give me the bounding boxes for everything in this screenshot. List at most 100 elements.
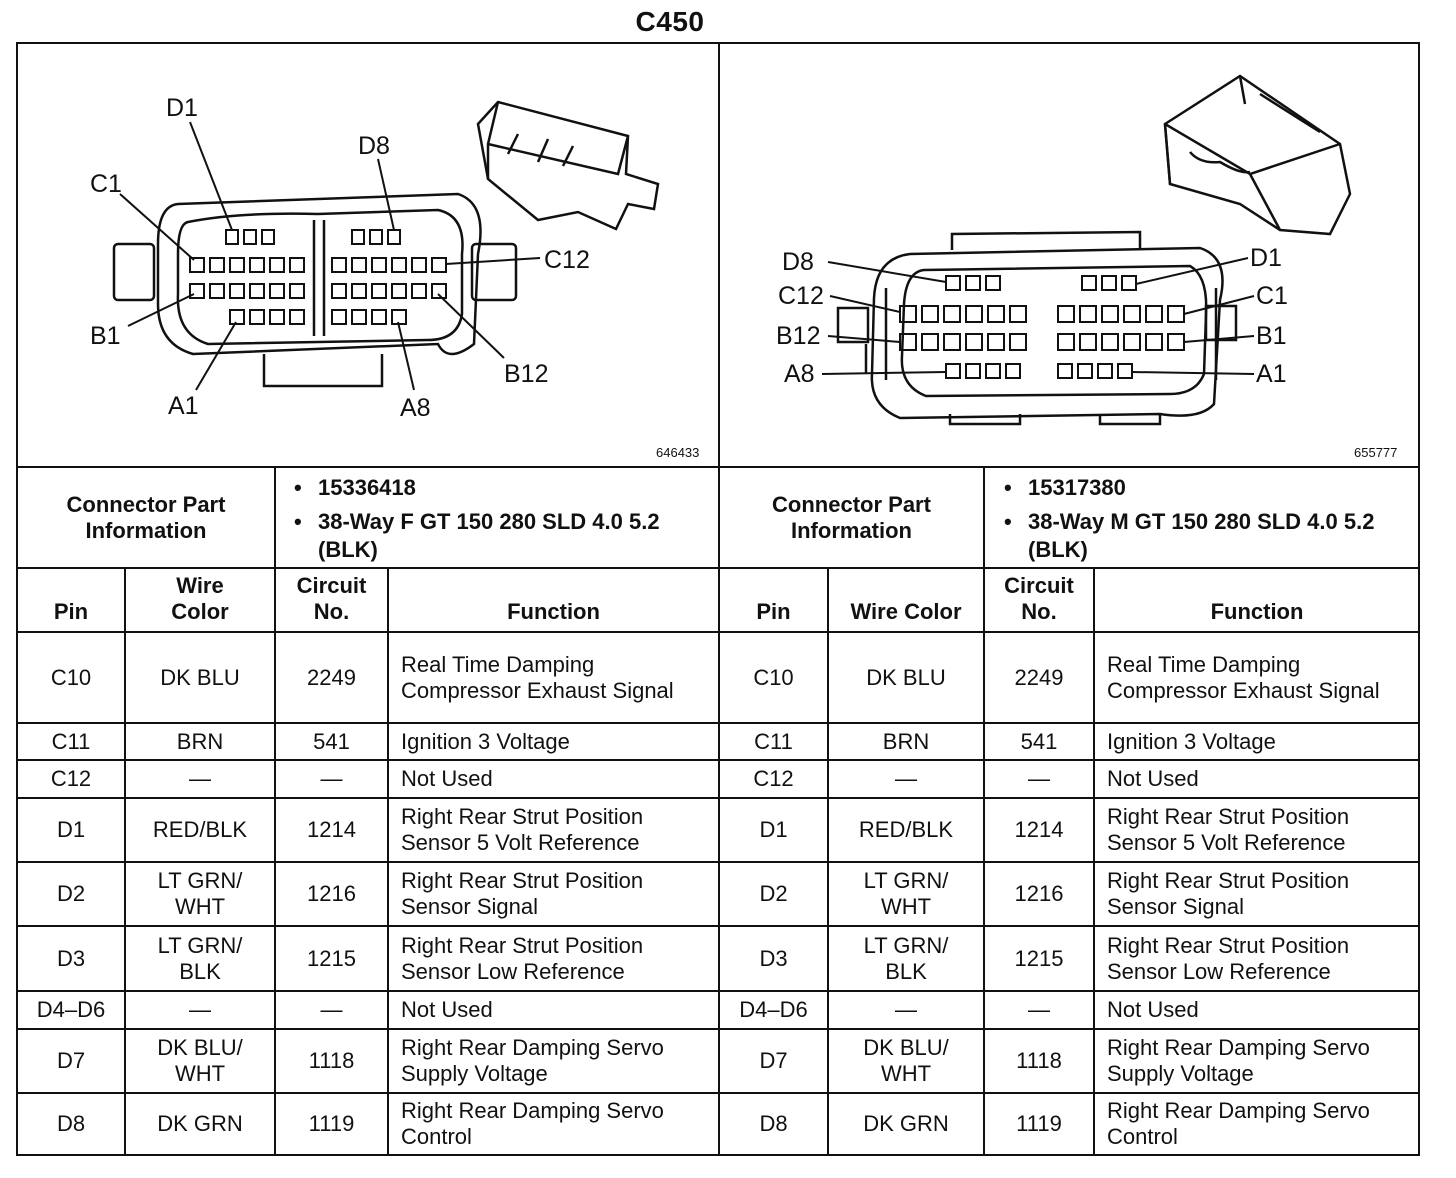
right-part-description: 38-Way M GT 150 280 SLD 4.0 5.2 (BLK) [1000,508,1412,564]
cell-pin-left: D8 [56,1111,86,1136]
header-function-left: Function [507,599,600,624]
cell-pin-left: D7 [56,1048,86,1073]
cell-color-left: LT GRN/ BLK [157,932,243,984]
cell-function-right: Right Rear Strut Position Sensor Signal [1107,868,1350,919]
left-label-c1: C1 [90,170,122,198]
cell-circuit-left: — [320,766,343,791]
cell-function-left: Not Used [401,997,493,1022]
right-part-number: 15317380 [1000,474,1412,502]
cell-circuit-right: 2249 [1014,664,1064,690]
cell-color-right: DK BLU [866,664,946,690]
left-label-b12: B12 [504,360,548,388]
cell-function-right: Right Rear Damping Servo Supply Voltage [1107,1035,1370,1086]
cell-color-right: — [895,997,917,1022]
cell-function-right: Right Rear Strut Position Sensor Low Ref… [1107,932,1350,984]
cell-function-left: Ignition 3 Voltage [401,728,570,754]
header-function-right: Function [1210,599,1304,624]
right-connector-diagram: D8 D1 C12 C1 B12 B1 A8 A1 [776,74,1352,426]
cell-circuit-left: 1118 [308,1048,355,1073]
left-label-d1: D1 [166,94,198,122]
cell-pin-right: D1 [759,817,788,842]
cell-function-right: Right Rear Damping Servo Control [1107,1098,1370,1149]
cell-circuit-right: — [1028,766,1050,791]
cell-circuit-right: 1214 [1014,817,1064,842]
cell-circuit-right: 1215 [1014,945,1064,971]
cell-function-left: Right Rear Strut Position Sensor 5 Volt … [401,804,644,855]
cell-color-right: — [895,766,917,791]
cell-color-left: DK BLU/ WHT [157,1035,243,1086]
cell-color-left: — [189,997,211,1022]
cell-pin-left: D2 [56,881,86,906]
right-label-d8: D8 [782,248,814,276]
left-part-ref: 646433 [656,445,700,460]
grid-line [718,466,720,1156]
cell-color-left: LT GRN/ WHT [157,868,243,919]
right-label-d1: D1 [1250,244,1282,272]
cell-function-left: Right Rear Strut Position Sensor Signal [401,868,644,919]
left-label-b1: B1 [90,322,121,350]
cell-circuit-right: 1216 [1014,881,1064,906]
cell-pin-right: D7 [759,1048,788,1073]
cell-pin-right: C12 [753,766,794,791]
cell-function-left: Real Time Damping Compressor Exhaust Sig… [401,651,674,703]
cell-function-right: Real Time Damping Compressor Exhaust Sig… [1107,651,1380,703]
cell-pin-left: C10 [50,664,92,690]
cell-color-left: — [189,766,211,791]
cell-pin-left: D3 [56,945,86,971]
left-label-c12: C12 [544,246,590,274]
cell-circuit-left: — [320,997,343,1022]
right-label-b1: B1 [1256,322,1287,350]
cell-circuit-left: 1216 [307,881,356,906]
cell-function-right: Not Used [1107,766,1199,791]
cell-pin-right: C10 [753,664,794,690]
right-part-info-label: Connector Part Information [772,491,931,543]
cell-color-right: RED/BLK [858,817,954,842]
cell-color-right: LT GRN/ WHT [863,868,949,919]
grid-line [387,567,389,1156]
cell-pin-left: D1 [56,817,86,842]
left-label-d8: D8 [358,132,390,160]
cell-pin-right: D8 [759,1111,788,1136]
cell-circuit-left: 1119 [308,1111,355,1136]
cell-pin-right: D3 [759,945,788,971]
cell-circuit-left: 541 [313,728,350,754]
cell-function-left: Right Rear Strut Position Sensor Low Ref… [401,932,644,984]
cell-circuit-right: — [1028,997,1050,1022]
cell-pin-left: C11 [51,728,91,754]
grid-line [827,567,829,1156]
cell-pin-right: D2 [759,881,788,906]
cell-function-left: Right Rear Damping Servo Supply Voltage [401,1035,664,1086]
right-label-c1: C1 [1256,282,1288,310]
cell-color-right: LT GRN/ BLK [863,932,949,984]
cell-color-left: DK BLU [160,664,240,690]
right-part-info: 15317380 38-Way M GT 150 280 SLD 4.0 5.2… [1000,474,1412,564]
cell-color-right: DK GRN [863,1111,949,1136]
diagram-divider [718,42,720,467]
header-pin-left: Pin [53,599,89,624]
cell-function-left: Not Used [401,766,493,791]
right-label-a1: A1 [1256,360,1287,388]
left-connector-diagram: D1 D8 C1 C12 B1 B12 A1 A8 [90,94,660,422]
header-circuit-right: Circuit No. [1004,573,1074,624]
cell-function-right: Not Used [1107,997,1199,1022]
cell-pin-left: C12 [50,766,92,791]
grid-line [274,567,276,1156]
cell-color-left: BRN [176,728,224,754]
cell-color-right: DK BLU/ WHT [863,1035,949,1086]
cell-circuit-right: 1118 [1016,1048,1062,1073]
header-wire-color-right: Wire Color [850,599,962,624]
left-part-description: 38-Way F GT 150 280 SLD 4.0 5.2 (BLK) [290,508,710,564]
cell-circuit-right: 1119 [1016,1111,1062,1136]
left-part-number: 15336418 [290,474,710,502]
left-part-info: 15336418 38-Way F GT 150 280 SLD 4.0 5.2… [290,474,710,564]
right-label-a8: A8 [784,360,815,388]
right-label-c12: C12 [778,282,824,310]
right-part-ref: 655777 [1354,445,1398,460]
connector-title: C450 [635,6,705,37]
cell-circuit-left: 1214 [307,817,356,842]
cell-pin-right: C11 [754,728,793,754]
grid-line [983,466,985,567]
grid-line [124,567,126,1156]
cell-color-left: DK GRN [157,1111,243,1136]
cell-pin-right: D4–D6 [739,997,808,1022]
